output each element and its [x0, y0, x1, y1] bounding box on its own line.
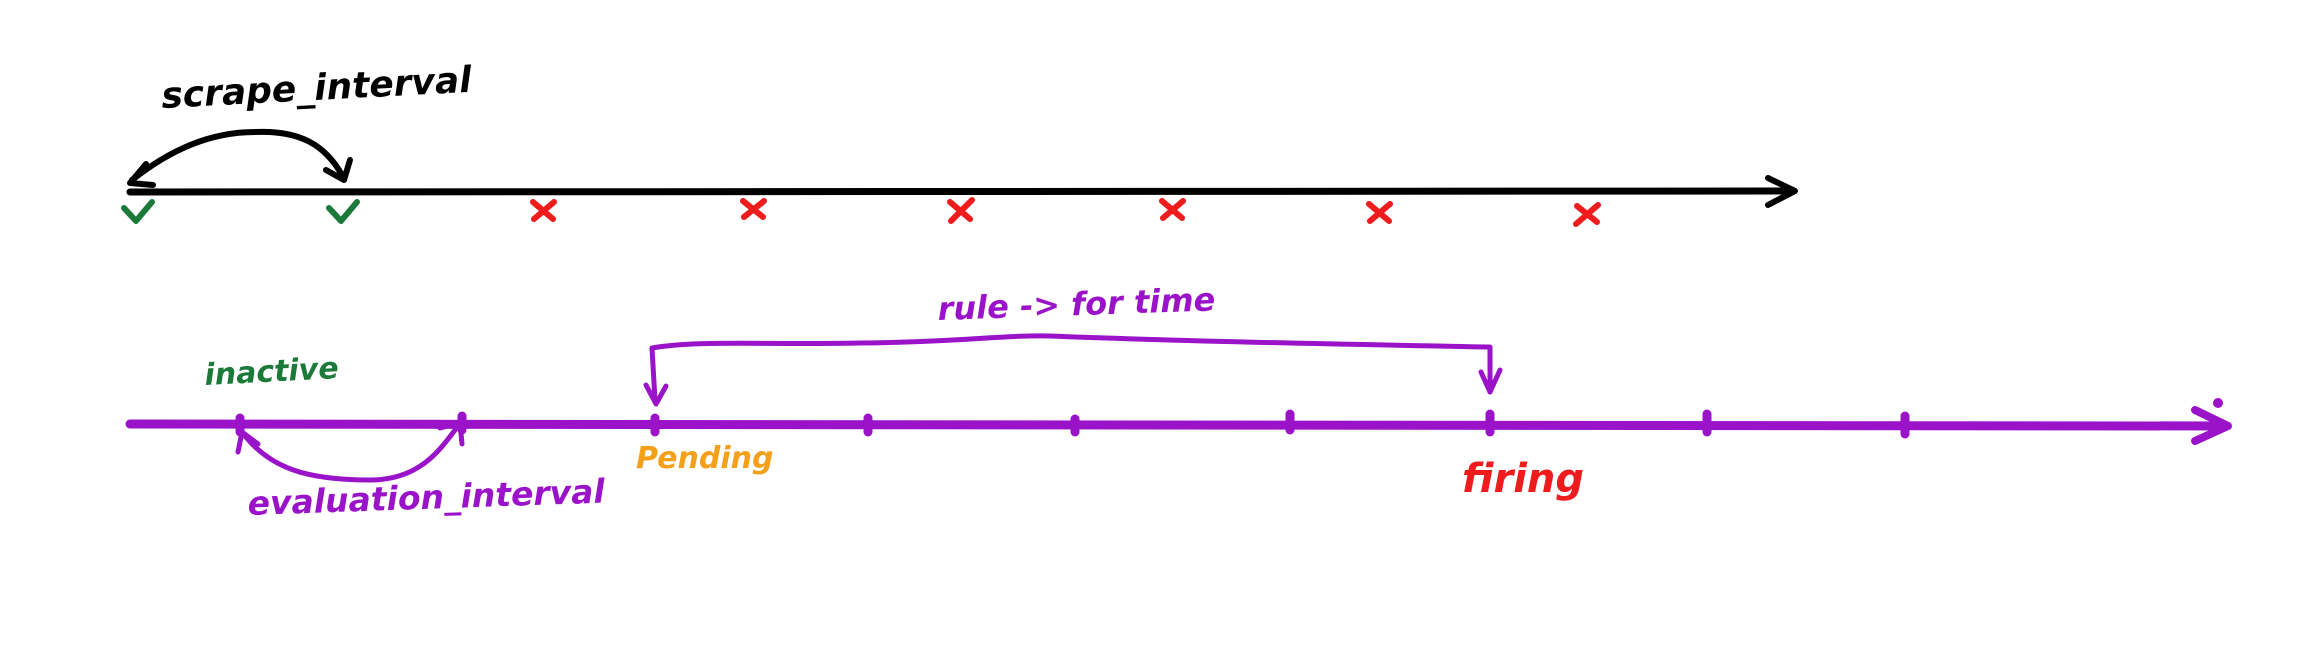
scrape-marks — [121, 197, 1601, 227]
rule-for-time-label: rule -> for time — [937, 280, 1216, 328]
evaluation-interval-left-arrow-icon — [235, 429, 261, 455]
bracket-right-arrow-icon — [1478, 367, 1503, 395]
cross-icon — [740, 198, 767, 220]
pending-label: Pending — [636, 441, 773, 476]
check-icon — [326, 199, 360, 224]
evaluation-axis-arrowhead — [2191, 406, 2232, 445]
firing-label: firing — [1462, 456, 1584, 502]
cross-icon — [1573, 202, 1601, 227]
evaluation-interval-arc — [239, 423, 461, 483]
scrape-interval-arc-right-arrow-icon — [323, 157, 353, 183]
scrape-interval-arc-left-arrow-icon — [127, 161, 156, 188]
check-icon — [121, 199, 155, 224]
evaluation-axis — [125, 419, 2230, 431]
scrape-axis-arrowhead — [1765, 175, 1798, 208]
cross-icon — [947, 197, 975, 224]
evaluation-ticks — [235, 409, 1910, 439]
evaluation-timeline: inactive evaluation_interval rule -> for… — [125, 280, 2232, 523]
scrape-axis — [126, 187, 1794, 196]
scrape-timeline: scrape_interval — [121, 60, 1798, 227]
inactive-label: inactive — [204, 351, 340, 393]
rule-for-time-bracket — [649, 333, 1493, 403]
cross-icon — [530, 199, 557, 222]
evaluation-interval-label: evaluation_interval — [247, 472, 606, 523]
cross-icon — [1366, 201, 1393, 224]
axis-end-dot — [2213, 398, 2223, 408]
cross-icon — [1159, 198, 1186, 221]
scrape-interval-label: scrape_interval — [160, 60, 473, 117]
bracket-left-arrow-icon — [643, 382, 669, 407]
evaluation-interval-right-arrow-icon — [437, 420, 465, 447]
scrape-interval-arc — [129, 128, 345, 183]
